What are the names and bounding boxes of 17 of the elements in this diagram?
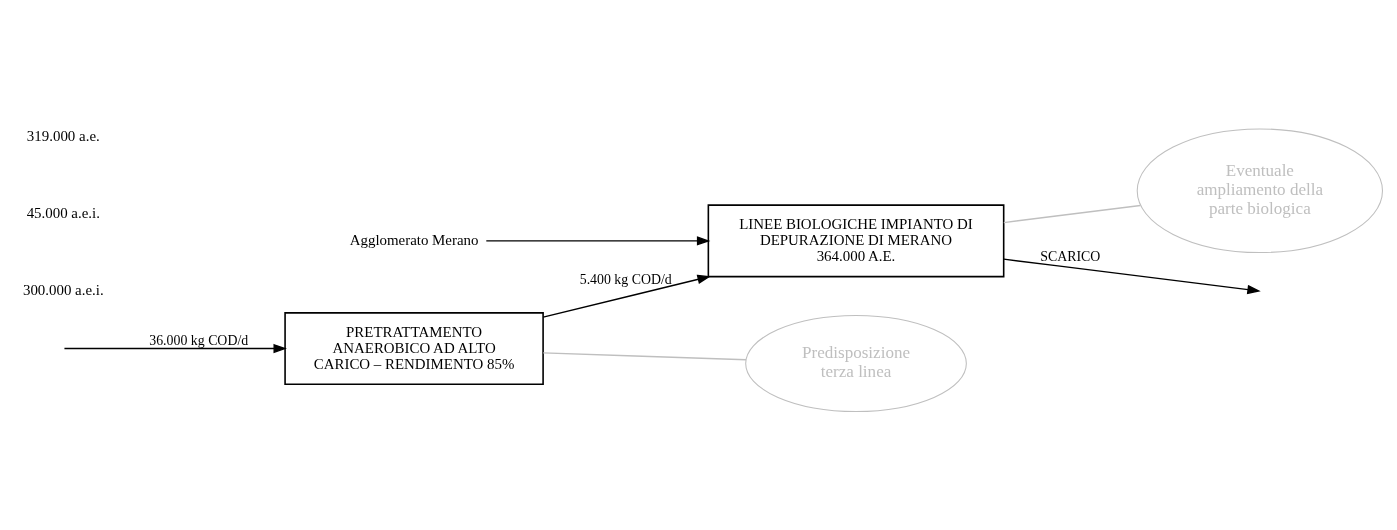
connector [1003,204,1142,224]
arrow [63,343,287,354]
edge-label: 36.000 kg COD/d [149,332,249,348]
arrow [542,274,711,318]
edge-label: 5.400 kg COD/d [579,271,672,287]
node-ellipse: Eventuale ampliamento della parte biologica [1136,128,1384,254]
label: 300.000 a.e.i. [22,281,104,298]
arrow [485,236,711,246]
edge-label: SCARICO [1040,248,1101,264]
node-text: Agglomerato Merano [349,231,479,248]
node-ellipse: Predisposizione terza linea [745,314,967,412]
connector [542,352,747,361]
arrow [1003,258,1261,295]
label: 319.000 a.e. [26,128,100,145]
node-box: LINEE BIOLOGICHE IMPIANTO DI DEPURAZIONE DI MERANO 364.000 A.E. [707,204,1005,278]
label: 45.000 a.e.i. [26,205,100,222]
node-box: PRETRATTAMENTO ANAEROBICO AD ALTO CARICO – RENDIMENTO 85% [284,312,544,386]
